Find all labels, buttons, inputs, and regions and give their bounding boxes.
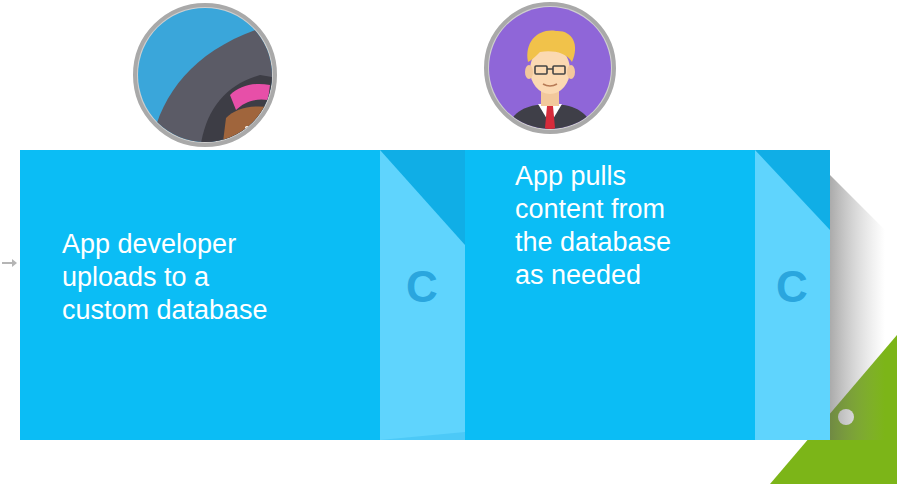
process-panel: App pulls content from the database as n… [465, 150, 755, 440]
avatar-woman [130, 0, 290, 150]
fold-letter: C [392, 262, 452, 312]
chevron-fold [380, 150, 465, 440]
step-text: App developer uploads to a custom databa… [62, 228, 294, 327]
avatar-man [485, 4, 615, 135]
small-arrow [2, 259, 17, 267]
fold-letter: C [762, 262, 822, 312]
step-text: App pulls content from the database as n… [515, 160, 695, 292]
process-panel: App developer uploads to a custom databa… [20, 150, 380, 440]
fold-shadow [830, 175, 885, 440]
chevron-fold [755, 150, 830, 440]
